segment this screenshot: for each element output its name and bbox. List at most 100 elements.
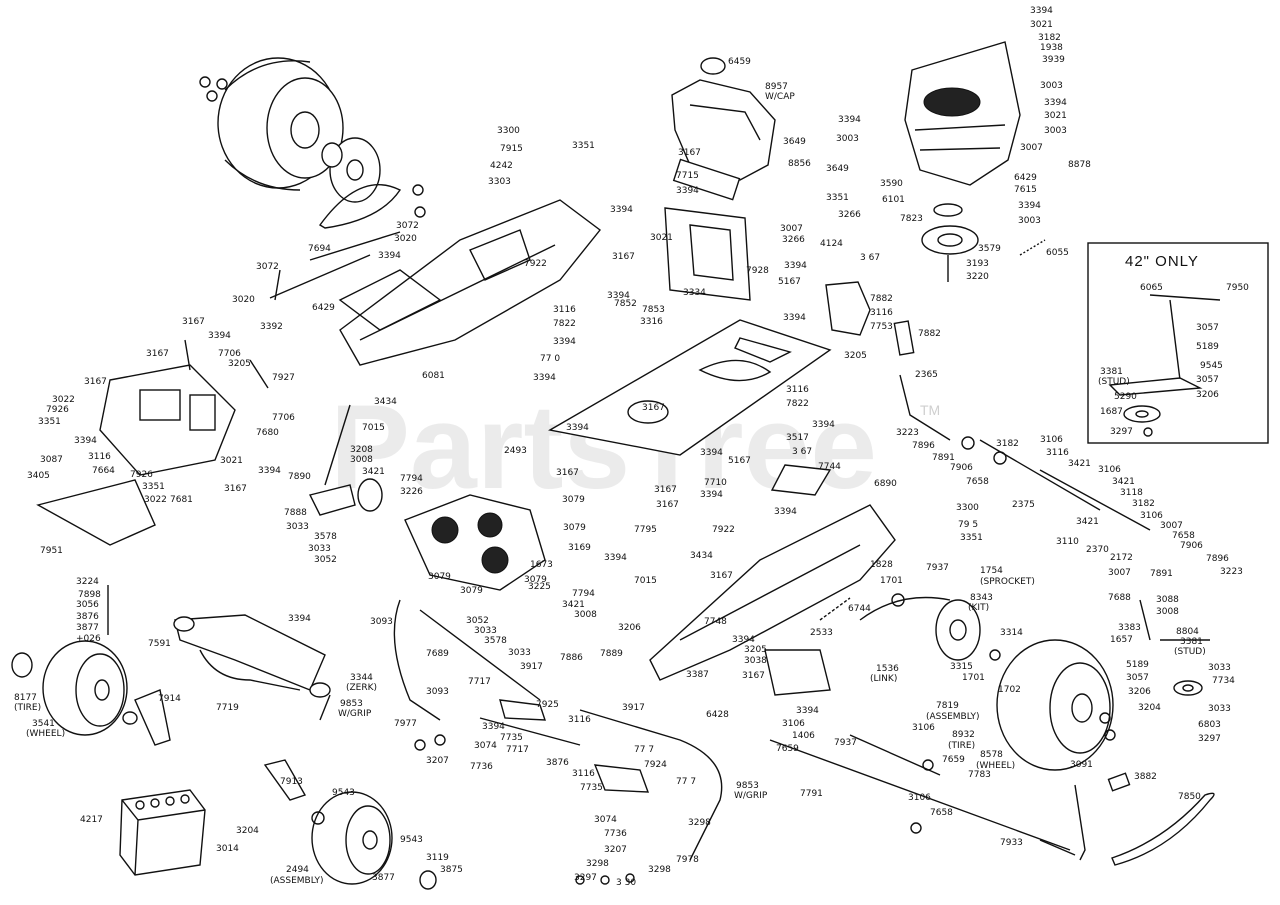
- part-label: 3033: [286, 522, 309, 532]
- part-label: 79 5: [958, 520, 978, 530]
- part-label: 3003: [836, 134, 859, 144]
- part-label: 7659: [942, 755, 965, 765]
- part-label: 7015: [634, 576, 657, 586]
- part-label: 8343: [970, 593, 993, 603]
- part-label: 5189: [1196, 342, 1219, 352]
- part-label: 9853: [340, 699, 363, 709]
- part-label: 3033: [308, 544, 331, 554]
- part-label: 3079: [563, 523, 586, 533]
- part-label: 3421: [1068, 459, 1091, 469]
- part-label: 3033: [474, 626, 497, 636]
- part-label: 7927: [272, 373, 295, 383]
- part-label: 1828: [870, 560, 893, 570]
- part-label: 3590: [880, 179, 903, 189]
- part-label: 7710: [704, 478, 727, 488]
- part-label: 7689: [426, 649, 449, 659]
- part-label: 3298: [688, 818, 711, 828]
- part-label: 3298: [648, 865, 671, 875]
- part-label: 3116: [870, 308, 893, 318]
- part-label: 7850: [1178, 792, 1201, 802]
- part-label: 7886: [560, 653, 583, 663]
- part-label: 4217: [80, 815, 103, 825]
- part-label: 7795: [634, 525, 657, 535]
- part-label: 1657: [1110, 635, 1133, 645]
- part-label: (LINK): [870, 674, 897, 684]
- battery: [119, 789, 206, 876]
- part-label: 3517: [786, 433, 809, 443]
- part-label: 3033: [1208, 663, 1231, 673]
- part-label: 7937: [834, 738, 857, 748]
- part-label: 3578: [314, 532, 337, 542]
- part-label: 3057: [1196, 323, 1219, 333]
- part-label: 7915: [500, 144, 523, 154]
- fuel-tank: [671, 57, 776, 201]
- part-label: 3394: [676, 186, 699, 196]
- part-label: 3394: [812, 420, 835, 430]
- part-label: 3394: [566, 423, 589, 433]
- part-label: 3223: [1220, 567, 1243, 577]
- part-label: 3266: [838, 210, 861, 220]
- part-label: 6744: [848, 604, 871, 614]
- part-label: 3087: [40, 455, 63, 465]
- part-label: 3167: [642, 403, 665, 413]
- part-label: 3093: [426, 687, 449, 697]
- part-label: 3182: [996, 439, 1019, 449]
- part-label: (KIT): [968, 603, 989, 613]
- part-label: 3167: [678, 148, 701, 158]
- main-deck-plate: [548, 319, 832, 456]
- part-label: 3351: [960, 533, 983, 543]
- part-label: 3167: [556, 468, 579, 478]
- part-label: (ASSEMBLY): [270, 876, 324, 886]
- part-label: 7822: [786, 399, 809, 409]
- part-label: 3008: [350, 455, 373, 465]
- part-label: 3421: [362, 467, 385, 477]
- part-label: 3003: [1018, 216, 1041, 226]
- front-wheel-left: [11, 640, 171, 746]
- part-label: 6055: [1046, 248, 1069, 258]
- part-label: 2370: [1086, 545, 1109, 555]
- part-label: 3182: [1038, 33, 1061, 43]
- part-label: 3072: [396, 221, 419, 231]
- part-label: 6081: [422, 371, 445, 381]
- part-label: 8578: [980, 750, 1003, 760]
- part-label: 7853: [642, 305, 665, 315]
- part-label: 3220: [966, 272, 989, 282]
- part-label: 1702: [998, 685, 1021, 695]
- part-label: 7715: [676, 171, 699, 181]
- part-label: 8878: [1068, 160, 1091, 170]
- part-label: 3578: [484, 636, 507, 646]
- part-label: 3917: [520, 662, 543, 672]
- part-label: (ASSEMBLY): [926, 712, 980, 722]
- part-label: 3394: [378, 251, 401, 261]
- part-label: 1754: [980, 566, 1003, 576]
- part-label: 7922: [712, 525, 735, 535]
- part-label: 3167: [182, 317, 205, 327]
- inset-title: 42" ONLY: [1125, 253, 1199, 270]
- part-label: 3007: [1108, 568, 1131, 578]
- part-label: 7658: [930, 808, 953, 818]
- part-label: 7914: [158, 694, 181, 704]
- part-label: 7706: [218, 349, 241, 359]
- part-label: 4242: [490, 161, 513, 171]
- part-label: 7753: [870, 322, 893, 332]
- part-label: 5167: [728, 456, 751, 466]
- part-label: 3204: [236, 826, 259, 836]
- part-label: 7950: [1226, 283, 1249, 293]
- part-label: 3193: [966, 259, 989, 269]
- part-label: 3106: [782, 719, 805, 729]
- part-label: 3021: [650, 233, 673, 243]
- part-label: 3877: [372, 873, 395, 883]
- part-label: 3579: [978, 244, 1001, 254]
- part-label: 3297: [1198, 734, 1221, 744]
- part-label: 3007: [1020, 143, 1043, 153]
- part-label: (TIRE): [14, 703, 41, 713]
- part-label: 1406: [792, 731, 815, 741]
- part-label: 9543: [400, 835, 423, 845]
- part-label: 3394: [784, 261, 807, 271]
- part-label: 7719: [216, 703, 239, 713]
- part-number-labels: 3394302131821938393930033394302130033007…: [14, 6, 1249, 888]
- part-label: 7744: [818, 462, 841, 472]
- part-label: 3167: [146, 349, 169, 359]
- part-label: 7888: [284, 508, 307, 518]
- part-label: 6890: [874, 479, 897, 489]
